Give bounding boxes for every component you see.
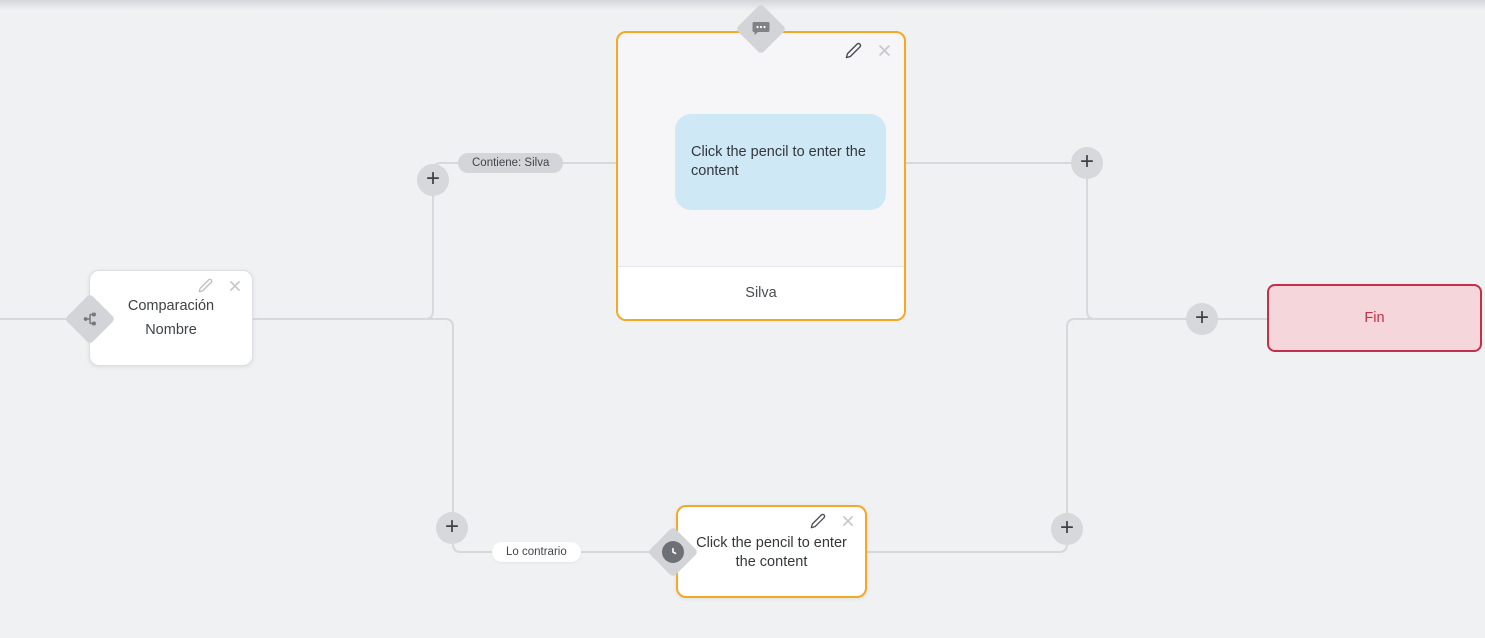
edge-label-otherwise: Lo contrario bbox=[492, 542, 581, 562]
delete-condition-button[interactable] bbox=[228, 279, 242, 298]
add-step-button-top-right[interactable]: + bbox=[1071, 147, 1103, 179]
message-bubble: Click the pencil to enter the content bbox=[675, 114, 886, 210]
condition-node-title: Comparación bbox=[127, 298, 215, 314]
chat-icon bbox=[752, 21, 770, 37]
condition-node-type-badge bbox=[64, 293, 116, 345]
pencil-icon bbox=[810, 513, 826, 534]
close-icon bbox=[228, 279, 242, 298]
message-node[interactable]: Click the pencil to enter the content Si… bbox=[616, 31, 906, 321]
edit-action-button[interactable] bbox=[810, 513, 826, 534]
add-step-button-before-end[interactable]: + bbox=[1186, 303, 1218, 335]
pencil-icon bbox=[198, 278, 213, 298]
message-node-title: Silva bbox=[745, 285, 777, 301]
message-placeholder-text: Click the pencil to enter the content bbox=[691, 144, 866, 179]
close-icon bbox=[841, 514, 855, 533]
condition-node[interactable]: Comparación Nombre bbox=[89, 270, 253, 366]
close-icon bbox=[877, 43, 892, 63]
sitemap-icon bbox=[82, 311, 98, 327]
action-placeholder-text: Click the pencil to enter the content bbox=[696, 535, 847, 570]
edge-label-otherwise-text: Lo contrario bbox=[506, 546, 567, 558]
delete-action-button[interactable] bbox=[841, 514, 855, 533]
end-node-label: Fin bbox=[1364, 310, 1385, 326]
edge-label-contains: Contiene: Silva bbox=[458, 153, 564, 173]
action-node-type-badge bbox=[647, 526, 699, 578]
add-step-button-bottom-left[interactable]: + bbox=[436, 512, 468, 544]
action-node[interactable]: Click the pencil to enter the content bbox=[676, 505, 867, 598]
edge-condition-to-action bbox=[253, 318, 676, 553]
pencil-icon bbox=[845, 42, 862, 64]
add-step-button-bottom-right[interactable]: + bbox=[1051, 513, 1083, 545]
edit-condition-button[interactable] bbox=[198, 278, 213, 298]
message-node-type-badge bbox=[735, 3, 787, 55]
condition-node-subtitle: Nombre bbox=[145, 322, 197, 338]
message-node-footer: Silva bbox=[618, 266, 904, 319]
end-node[interactable]: Fin bbox=[1267, 284, 1482, 352]
clock-icon bbox=[662, 541, 684, 563]
delete-message-button[interactable] bbox=[877, 43, 892, 63]
edge-message-to-end bbox=[906, 162, 1267, 320]
edge-action-to-end bbox=[866, 318, 1267, 553]
edge-label-contains-text: Contiene: Silva bbox=[472, 157, 550, 169]
add-step-button-top-left[interactable]: + bbox=[417, 164, 449, 196]
edit-message-button[interactable] bbox=[845, 42, 862, 64]
